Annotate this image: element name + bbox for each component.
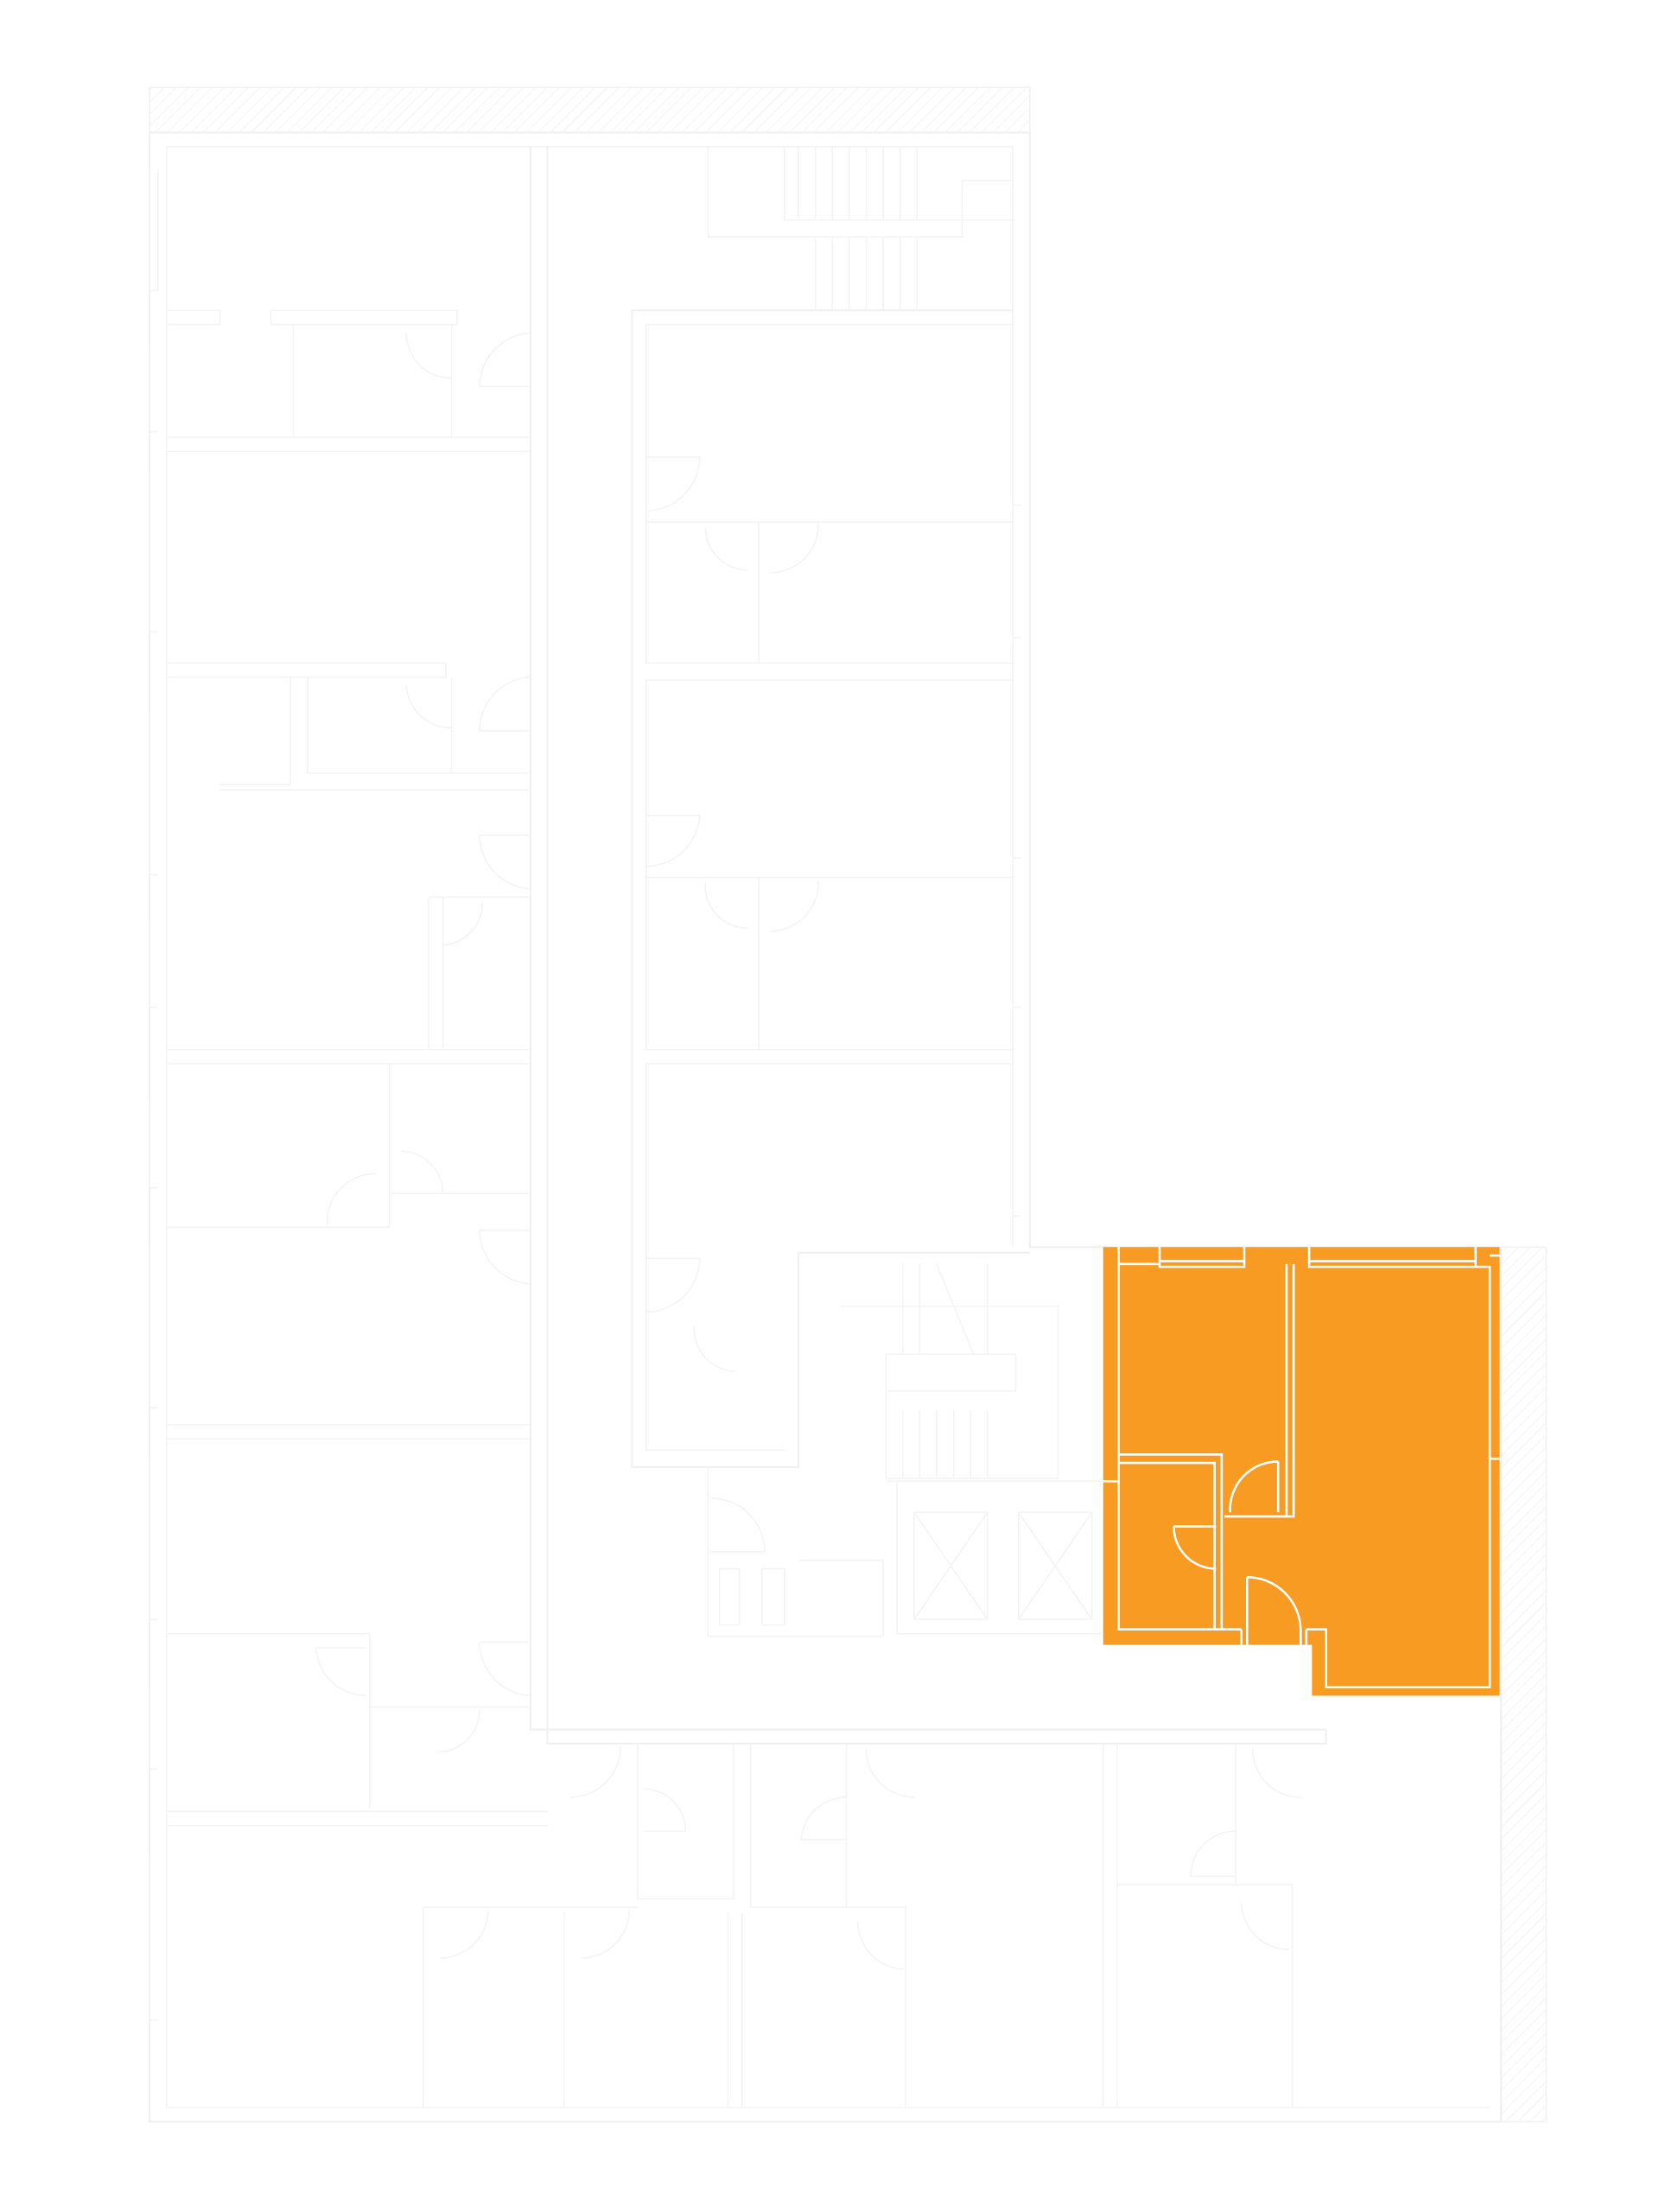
- apartment-walls: [1103, 1247, 1500, 1688]
- apartment-fill: [1103, 1247, 1500, 1696]
- apartment-door-swings: [1173, 1460, 1302, 1630]
- building-walls: [149, 131, 1503, 2123]
- hatched-wall-top: [149, 86, 1031, 134]
- hatched-wall-right: [1500, 1246, 1548, 2123]
- door-swings: [315, 332, 1301, 1970]
- highlighted-apartment[interactable]: [1103, 1247, 1500, 1696]
